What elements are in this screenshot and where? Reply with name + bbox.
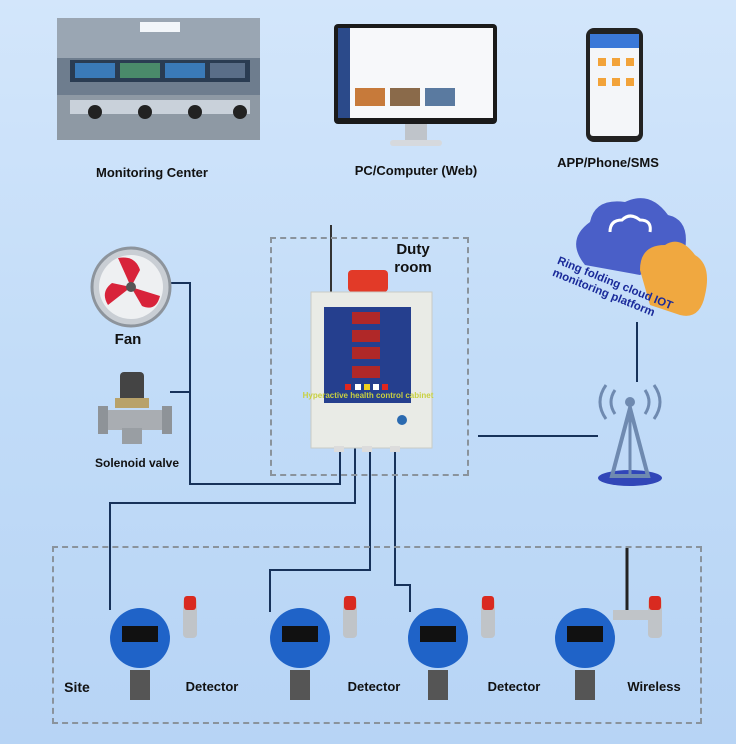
app-label: APP/Phone/SMS (557, 155, 659, 170)
cabinet-label: Hyperactive health control cabinet (302, 391, 434, 400)
fan-icon (90, 246, 172, 328)
detectors (110, 548, 662, 700)
detector-3-label: Detector (487, 679, 541, 694)
monitoring-center-label: Monitoring Center (96, 165, 208, 180)
wireless-detector-icon (555, 548, 662, 700)
fan-label: Fan (114, 331, 142, 348)
cloud-platform-icon (576, 198, 708, 316)
solenoid-valve-label: Solenoid valve (94, 456, 180, 470)
wireless-detector-label: Wireless (627, 679, 681, 694)
wire-fan (170, 282, 341, 485)
pc-web-label: PC/Computer (Web) (354, 163, 478, 178)
detector-1-icon (110, 596, 197, 700)
duty-room-title: Duty room (394, 241, 432, 277)
duty-room-boundary (270, 237, 469, 476)
control-cabinet (310, 225, 433, 452)
monitoring-center-image (57, 18, 260, 140)
wire-detector-3 (394, 448, 411, 612)
solenoid-valve-icon (98, 372, 172, 444)
wires (109, 282, 638, 612)
duty-room-title-line2: room (394, 259, 432, 276)
detector-2-label: Detector (347, 679, 401, 694)
duty-room-title-line1: Duty (396, 241, 430, 258)
site-label: Site (64, 679, 90, 695)
signal-tower-icon (598, 384, 662, 486)
alarm-light-icon (348, 270, 388, 292)
pc-monitor-icon (334, 24, 497, 146)
phone-icon (586, 28, 643, 142)
site-boundary (52, 546, 702, 724)
detector-2-icon (270, 596, 357, 700)
detector-1-label: Detector (185, 679, 239, 694)
detector-3-icon (408, 596, 495, 700)
wire-detector-2 (269, 448, 371, 612)
